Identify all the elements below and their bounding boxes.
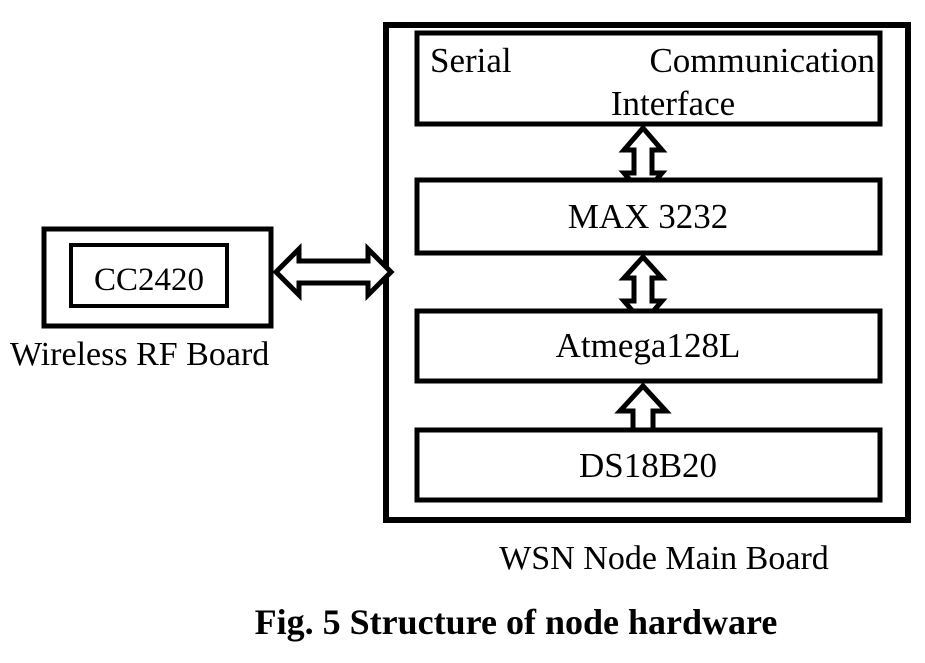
connector-ds18b20-to-atmega-single-arrow-icon [614,382,672,435]
block-serial-communication-interface [414,30,883,127]
wsn-node-main-board-label: WSN Node Main Board [499,540,829,577]
atmega128l-label: Atmega128L [556,326,741,365]
block-max3232 [414,177,883,256]
serial-interface-line2: Interface [611,84,735,123]
serial-interface-line1-right: Communication [649,41,875,80]
block-ds18b20 [414,427,883,503]
cc2420-label: CC2420 [94,262,204,298]
serial-interface-line1-left: Serial [430,41,512,80]
wireless-rf-board-label: Wireless RF Board [10,336,269,373]
figure-caption: Fig. 5 Structure of node hardware [255,602,778,642]
block-atmega128l [414,308,883,384]
ds18b20-label: DS18B20 [579,446,717,485]
connector-rf-to-main-board-double-arrow-icon [272,242,395,302]
max3232-label: MAX 3232 [568,197,728,236]
block-cc2420 [69,243,229,308]
